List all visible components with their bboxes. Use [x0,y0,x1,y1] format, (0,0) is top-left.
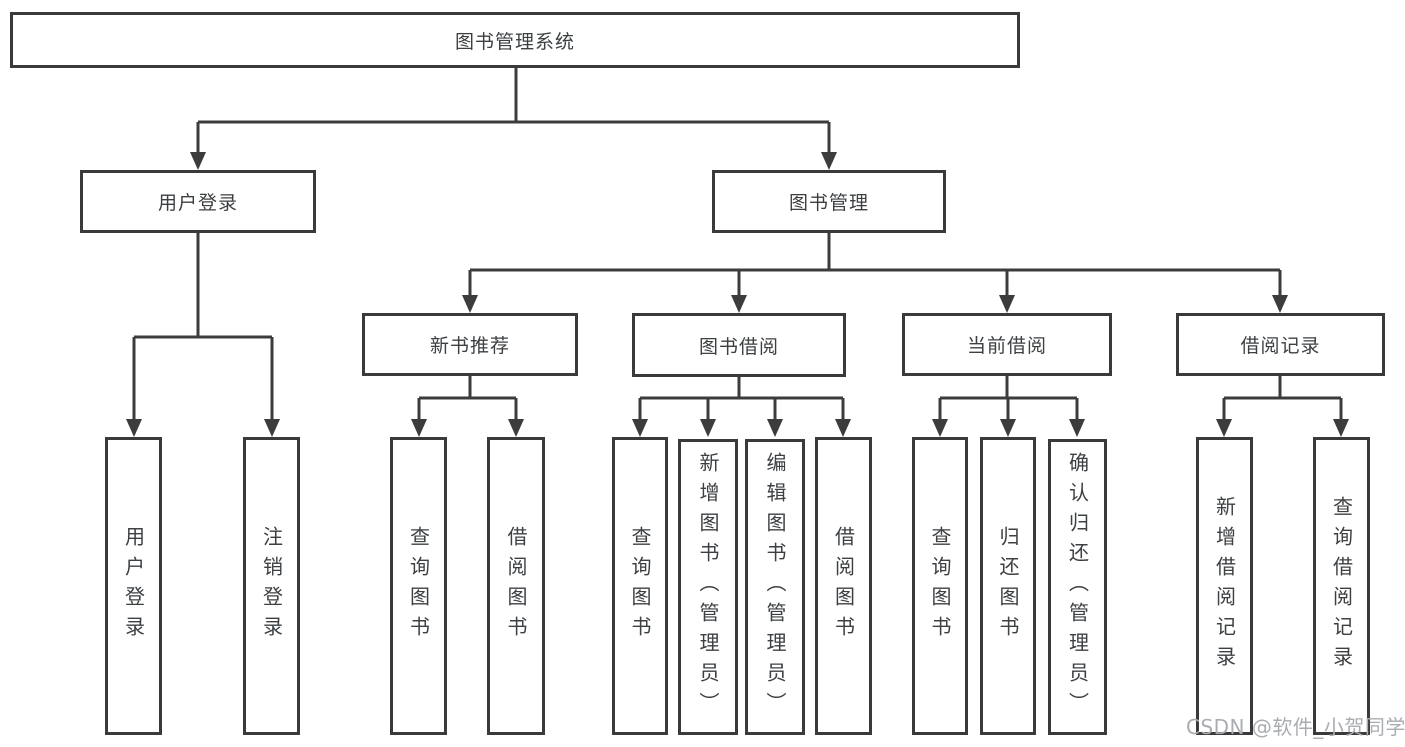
node-label: 用户登录 [157,192,238,214]
node-label: 当前借阅 [966,335,1047,357]
edge-user-login-to-leaves [132,233,274,421]
node-borrowing-records: 借阅记录 [1176,313,1385,376]
leaf-logout: 注销登录 [243,437,300,735]
edge-current-borrow-to-leaves [938,376,1079,421]
leaf-return-books: 归还图书 [980,437,1036,735]
edge-book-management-to-level2 [468,233,1282,297]
arrowheads-level1 [190,152,837,170]
node-label: 新增图书（管理员） [696,452,720,722]
node-label: 新增借阅记录 [1212,496,1237,676]
node-label: 归还图书 [996,526,1020,646]
leaf-confirm-return-admin: 确认归还（管理员） [1048,439,1107,735]
leaf-add-book-admin: 新增图书（管理员） [678,439,738,735]
node-label: 借阅记录 [1240,335,1321,357]
edge-root-to-level1 [196,68,831,154]
node-label: 借阅图书 [504,526,528,646]
node-label: 图书管理系统 [454,30,575,53]
node-current-borrowing: 当前借阅 [902,313,1112,376]
csdn-watermark: CSDN @软件_小贺同学 [1186,715,1405,739]
node-label: 查询图书 [928,526,952,646]
node-label: 查询图书 [406,526,431,646]
arrowheads-level2 [462,295,1288,313]
leaf-query-books-borrowing: 查询图书 [612,437,668,735]
node-label: 新书推荐 [429,335,510,357]
leaf-add-borrow-record: 新增借阅记录 [1196,437,1253,735]
node-library-management-system: 图书管理系统 [10,12,1020,68]
node-label: 查询图书 [628,526,652,646]
node-label: 编辑图书（管理员） [763,452,787,722]
leaf-query-books-current: 查询图书 [912,437,968,735]
edge-borrow-records-to-leaves [1222,376,1343,421]
node-book-management: 图书管理 [712,170,946,233]
node-user-login: 用户登录 [80,170,316,233]
leaf-query-books-recommend: 查询图书 [390,437,447,735]
node-book-borrowing: 图书借阅 [632,313,846,377]
edge-book-borrow-to-leaves [638,377,845,421]
node-label: 图书借阅 [698,335,779,358]
leaf-borrow-books-borrowing: 借阅图书 [815,437,872,735]
node-label: 图书管理 [788,192,869,214]
node-label: 查询借阅记录 [1329,496,1354,676]
node-label: 借阅图书 [831,526,856,646]
leaf-query-borrow-record: 查询借阅记录 [1313,437,1370,735]
node-label: 注销登录 [259,526,284,646]
arrowheads-leaves [126,419,1349,437]
leaf-edit-book-admin: 编辑图书（管理员） [745,439,805,735]
node-new-book-recommendation: 新书推荐 [362,313,578,376]
node-label: 用户登录 [121,526,146,646]
leaf-user-login: 用户登录 [105,437,162,735]
node-label: 确认归还（管理员） [1065,452,1090,722]
edge-new-book-to-leaves [417,376,518,421]
leaf-borrow-books-recommend: 借阅图书 [487,437,545,735]
